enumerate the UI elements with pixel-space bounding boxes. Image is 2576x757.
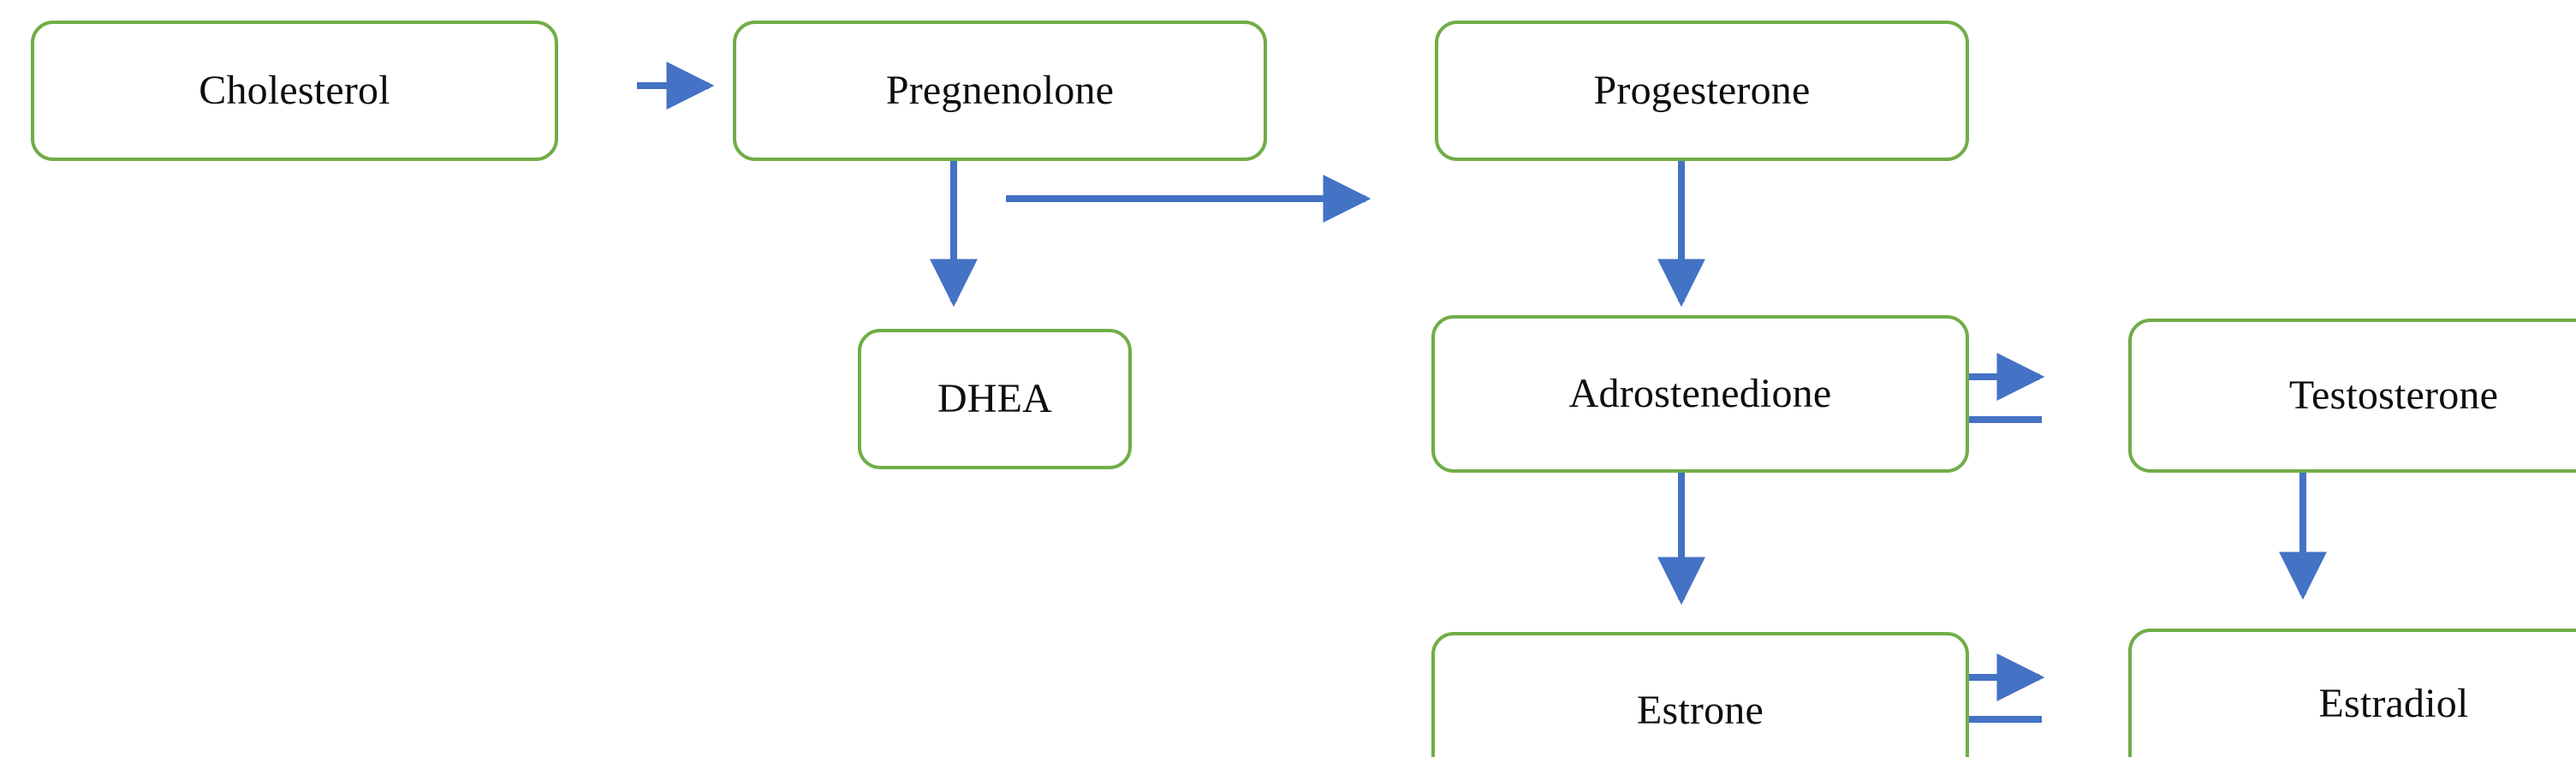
node-label-cholesterol: Cholesterol (199, 68, 390, 113)
node-label-testosterone: Testosterone (2288, 373, 2499, 418)
node-cholesterol[interactable]: Cholesterol (31, 21, 558, 161)
node-progesterone[interactable]: Progesterone (1435, 21, 1969, 161)
node-label-adrostenedione: Adrostenedione (1568, 371, 1832, 416)
node-dhea[interactable]: DHEA (858, 329, 1132, 469)
node-testosterone[interactable]: Testosterone (2128, 319, 2576, 473)
node-adrostenedione[interactable]: Adrostenedione (1431, 315, 1969, 473)
node-estradiol[interactable]: Estradiol (2128, 629, 2576, 757)
node-estrone[interactable]: Estrone (1431, 632, 1969, 757)
node-label-estradiol: Estradiol (2318, 681, 2469, 726)
node-label-progesterone: Progesterone (1593, 68, 1811, 113)
node-label-estrone: Estrone (1636, 688, 1764, 733)
node-label-pregnenolone: Pregnenolone (885, 68, 1115, 113)
node-label-dhea: DHEA (937, 376, 1053, 421)
node-pregnenolone[interactable]: Pregnenolone (733, 21, 1267, 161)
